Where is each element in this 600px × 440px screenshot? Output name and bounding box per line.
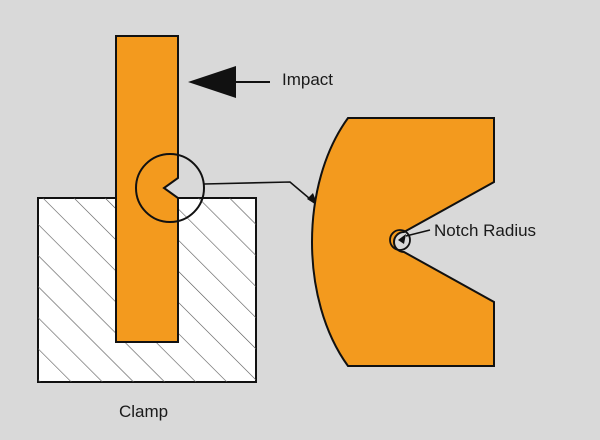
- clamp-label: Clamp: [119, 402, 169, 421]
- specimen-bar: [115, 35, 179, 343]
- notch-radius-indicator: [389, 229, 431, 251]
- notch-radius-label: Notch Radius: [434, 221, 537, 240]
- notch-detail-circle: [135, 153, 205, 223]
- enlarged-notch-view: [311, 117, 495, 367]
- impact-label: Impact: [282, 70, 334, 89]
- impact-arrow: [188, 66, 270, 98]
